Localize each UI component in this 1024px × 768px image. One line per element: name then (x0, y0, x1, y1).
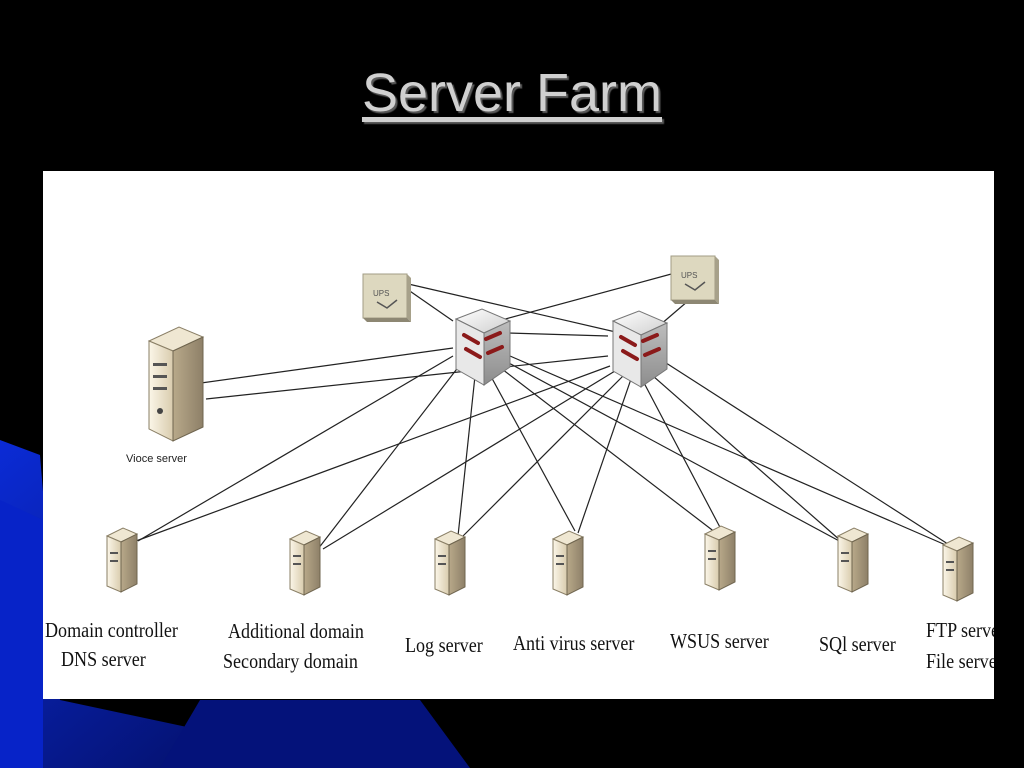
svg-text:UPS: UPS (373, 289, 389, 298)
server-additional-domain-icon (288, 530, 322, 596)
firewall-right-icon: UPS (670, 255, 719, 304)
server-dc-label-1: Domain controller (45, 618, 178, 642)
server-antivirus-label: Anti virus server (513, 631, 635, 655)
firewall-left-icon: UPS (362, 273, 411, 322)
connection-lines (135, 272, 952, 550)
switch-right-icon (611, 310, 669, 388)
voice-server-label: Vioce server (126, 453, 187, 465)
server-sql-label: SQl server (819, 632, 896, 656)
switch-left-icon (454, 308, 512, 386)
server-sql-icon (836, 527, 870, 593)
svg-text:UPS: UPS (681, 271, 697, 280)
diagram-panel: UPS UPS (43, 171, 994, 699)
server-antivirus-icon (551, 530, 585, 596)
server-ftp-icon (941, 536, 975, 602)
server-log-label: Log server (405, 633, 483, 657)
server-dc-label-2: DNS server (61, 647, 146, 671)
server-additional-domain-label-2: Secondary domain (223, 649, 358, 673)
server-wsus-label: WSUS server (670, 629, 769, 653)
server-ftp-label-1: FTP server (926, 618, 994, 642)
slide-title: Server Farm (361, 63, 663, 123)
voice-server-icon (147, 326, 205, 442)
server-additional-domain-label-1: Additional domain (228, 619, 364, 643)
server-wsus-icon (703, 525, 737, 591)
server-ftp-label-2: File server (926, 649, 994, 673)
server-dc-icon (105, 527, 139, 593)
server-log-icon (433, 530, 467, 596)
network-diagram: UPS UPS (105, 255, 975, 602)
